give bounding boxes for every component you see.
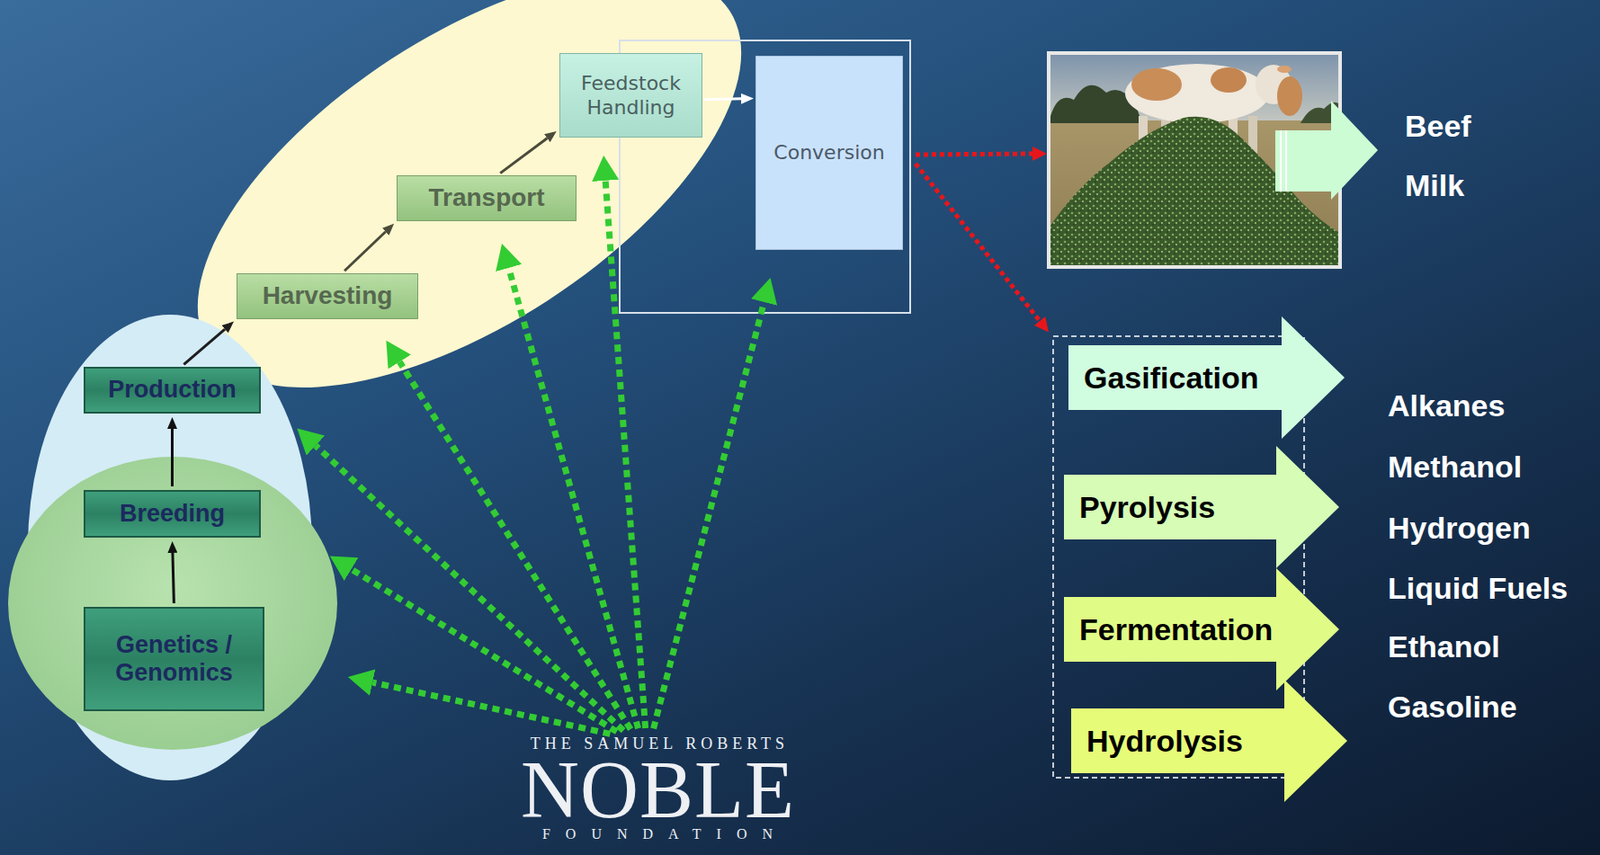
flow-arrow	[183, 329, 225, 365]
output-label: Liquid Fuels	[1387, 572, 1568, 606]
process-box: Production	[83, 366, 261, 414]
flow-arrow	[172, 553, 174, 604]
influence-arrow	[605, 180, 645, 729]
output-label: Alkanes	[1387, 389, 1505, 423]
cow-body	[1125, 63, 1270, 124]
flow-arrow	[170, 429, 174, 487]
arrow-shape	[1063, 446, 1340, 569]
node-label: Production	[107, 375, 237, 404]
product-arrow	[1275, 100, 1378, 200]
process-arrow: Fermentation	[1063, 568, 1340, 691]
arrow-stripe	[1285, 130, 1288, 192]
node-label: Genetics / Genomics	[92, 631, 256, 688]
cow-patch	[1131, 68, 1182, 101]
foundation-logo: THE SAMUEL ROBERTSNOBLEFOUNDATION	[513, 735, 802, 843]
process-box: Transport	[396, 175, 577, 222]
process-box: Breeding	[83, 490, 261, 538]
process-arrow: Hydrolysis	[1071, 679, 1348, 803]
node-label: Fermentation	[1079, 614, 1273, 645]
cow-ear	[1277, 65, 1292, 73]
output-label: Ethanol	[1387, 630, 1501, 664]
process-box: Genetics / Genomics	[83, 607, 265, 712]
process-box: Harvesting	[236, 273, 419, 320]
logo-text: NOBLE	[519, 755, 796, 825]
output-label: Beef	[1404, 109, 1472, 144]
cow-patch	[1210, 67, 1247, 93]
flow-arrow	[344, 232, 386, 272]
output-label: Hydrogen	[1387, 511, 1531, 546]
arrow-stripe	[1279, 130, 1282, 192]
process-arrow: Pyrolysis	[1063, 446, 1340, 569]
node-label: Conversion	[773, 141, 885, 165]
node-label: Transport	[428, 183, 545, 213]
arrow-shape	[1063, 568, 1340, 691]
process-box: Feedstock Handling	[559, 53, 703, 138]
logo-text: FOUNDATION	[527, 826, 788, 843]
arrow-shape	[1071, 679, 1348, 803]
output-label: Methanol	[1387, 450, 1522, 484]
output-label: Milk	[1404, 169, 1465, 203]
influence-arrow	[372, 682, 610, 734]
node-label: Feedstock Handling	[565, 71, 697, 121]
cow-head	[1277, 76, 1303, 117]
influence-arrow	[399, 361, 631, 730]
conversion-box: Conversion	[755, 55, 903, 251]
process-arrow: Gasification	[1068, 316, 1345, 439]
genetics-region	[8, 456, 338, 751]
flow-arrow	[704, 97, 742, 101]
influence-arrow	[315, 446, 624, 732]
output-arrow	[915, 153, 1033, 155]
arrow-shape	[1068, 316, 1345, 439]
output-arrow	[915, 163, 1040, 322]
node-label: Harvesting	[262, 281, 394, 311]
node-label: Pyrolysis	[1079, 491, 1216, 523]
node-label: Hydrolysis	[1086, 725, 1243, 757]
influence-arrow	[653, 302, 765, 729]
node-label: Breeding	[119, 500, 225, 528]
node-label: Gasification	[1083, 362, 1260, 394]
output-label: Gasoline	[1387, 690, 1518, 725]
flow-arrow	[500, 138, 547, 174]
influence-arrow	[351, 569, 617, 733]
logo-text: THE SAMUEL ROBERTS	[526, 735, 789, 754]
